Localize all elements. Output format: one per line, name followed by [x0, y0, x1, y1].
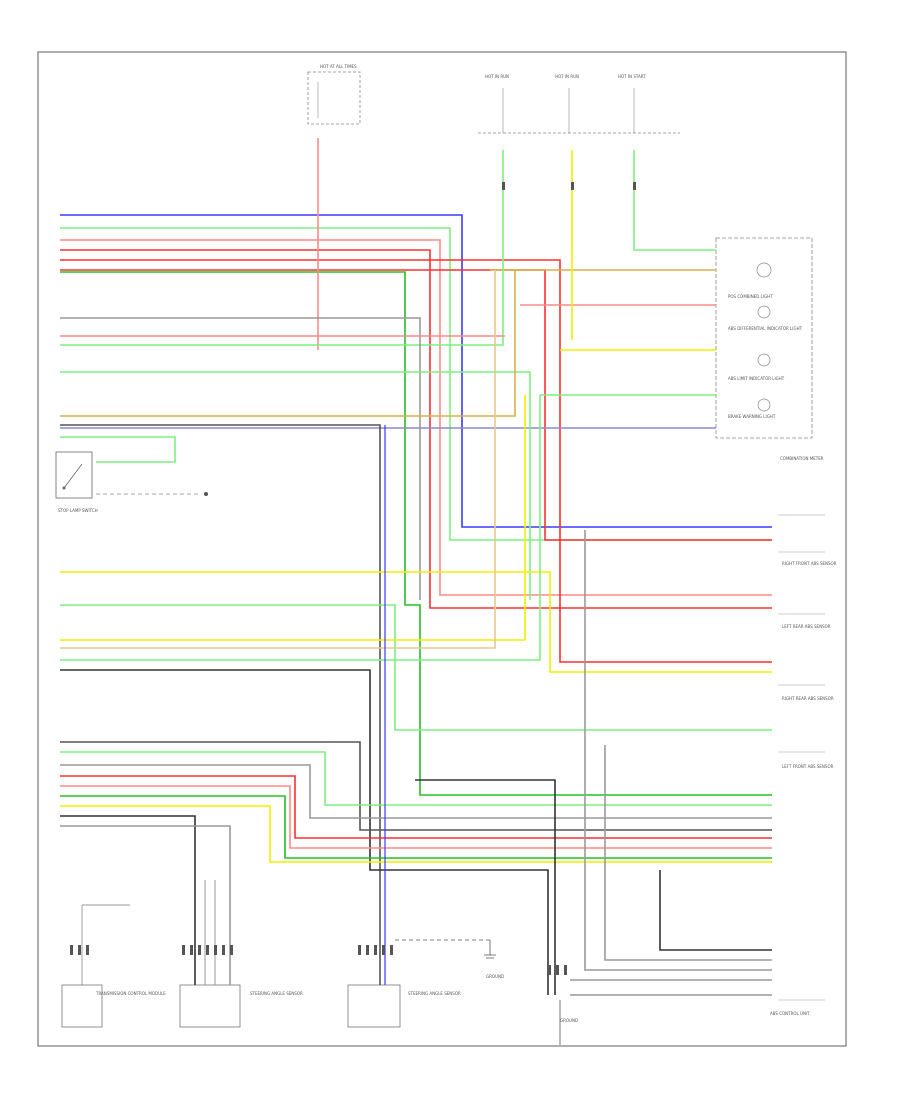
wire-gray-1	[60, 317, 421, 600]
component-label: TRANSMISSION CONTROL MODULE	[95, 991, 166, 996]
wire-light-green-power	[60, 150, 504, 346]
wire-light-green-6	[60, 395, 541, 661]
component-label: HOT IN RUN	[555, 74, 579, 79]
component-label: ABS LIMIT INDICATOR LIGHT	[728, 376, 785, 381]
wire-tan-3	[60, 270, 496, 649]
wire-red-1	[60, 249, 772, 609]
wire-gray-5	[604, 745, 772, 961]
wire-blue	[60, 214, 772, 528]
wire-dark-gray-2	[60, 741, 772, 831]
wire-green-2	[60, 795, 772, 859]
wire-gray-2	[60, 764, 772, 819]
component-label: GROUND	[486, 974, 504, 979]
component-label: LEFT REAR ABS SENSOR	[782, 624, 831, 629]
hot-at-all-times-box: HOT AT ALL TIMES	[307, 64, 361, 125]
wire-red-4	[60, 775, 772, 839]
wire-green	[60, 271, 772, 796]
wire-light-green-5	[60, 604, 772, 731]
component-label: HOT AT ALL TIMES	[320, 64, 357, 69]
component-label: RIGHT REAR ABS SENSOR	[782, 696, 834, 701]
wire-yellow-3	[60, 395, 526, 641]
wire-black-1	[60, 669, 549, 995]
wire-dark-gray	[60, 424, 381, 985]
component-label: COMBINATION METER	[780, 456, 824, 461]
wire-gray-3	[60, 825, 231, 985]
component-label: ABS CONTROL UNIT	[770, 1011, 810, 1016]
component-label: POS COMBINED LIGHT	[728, 294, 773, 299]
wire-red-3	[60, 269, 772, 541]
wire-pink	[60, 239, 772, 596]
stop-lamp-switch: STOP LAMP SWITCH	[55, 451, 208, 513]
component-label: RIGHT FRONT ABS SENSOR	[782, 561, 837, 566]
wire-yellow-4	[60, 805, 772, 863]
component-label: LEFT FRONT ABS SENSOR	[782, 764, 834, 769]
wire-light-green	[60, 227, 772, 541]
wire-tan-2	[60, 270, 516, 417]
connector-marks	[70, 182, 636, 975]
wire-light-green-power-2	[633, 150, 716, 251]
wire-gray-4	[584, 530, 772, 971]
component-label: BRAKE WARNING LIGHT	[728, 414, 776, 419]
wire-light-green-4	[60, 436, 176, 463]
wire-pink-4	[60, 785, 772, 849]
component-label: STEERING ANGLE SENSOR	[250, 991, 303, 996]
wire-light-green-3	[60, 371, 531, 600]
component-label: HOT IN RUN	[485, 74, 509, 79]
instrument-cluster-box: POS COMBINED LIGHT ABS DIFFERENTIAL INDI…	[715, 237, 824, 461]
diagram-frame	[37, 51, 847, 1047]
wire-red-2	[60, 259, 772, 663]
component-label: GROUND	[560, 1018, 578, 1023]
wire-yellow-2	[60, 571, 772, 673]
component-label: STEERING ANGLE SENSOR	[408, 991, 461, 996]
wires	[60, 138, 772, 996]
component-label: HOT IN START	[618, 74, 646, 79]
wire-black-4	[415, 779, 556, 995]
component-label: STOP LAMP SWITCH	[58, 508, 98, 513]
wire-light-green-7	[60, 751, 772, 806]
wire-black-2	[60, 815, 196, 985]
sensor-labels: RIGHT FRONT ABS SENSOR LEFT REAR ABS SEN…	[778, 514, 837, 1001]
bottom-modules: TRANSMISSION CONTROL MODULE STEERING ANG…	[61, 904, 810, 1045]
hot-in-run-boxes: HOT IN RUN HOT IN RUN HOT IN START	[478, 74, 680, 134]
component-label: ABS DIFFERENTIAL INDICATOR LIGHT	[728, 326, 803, 331]
wire-black-3	[659, 870, 772, 951]
